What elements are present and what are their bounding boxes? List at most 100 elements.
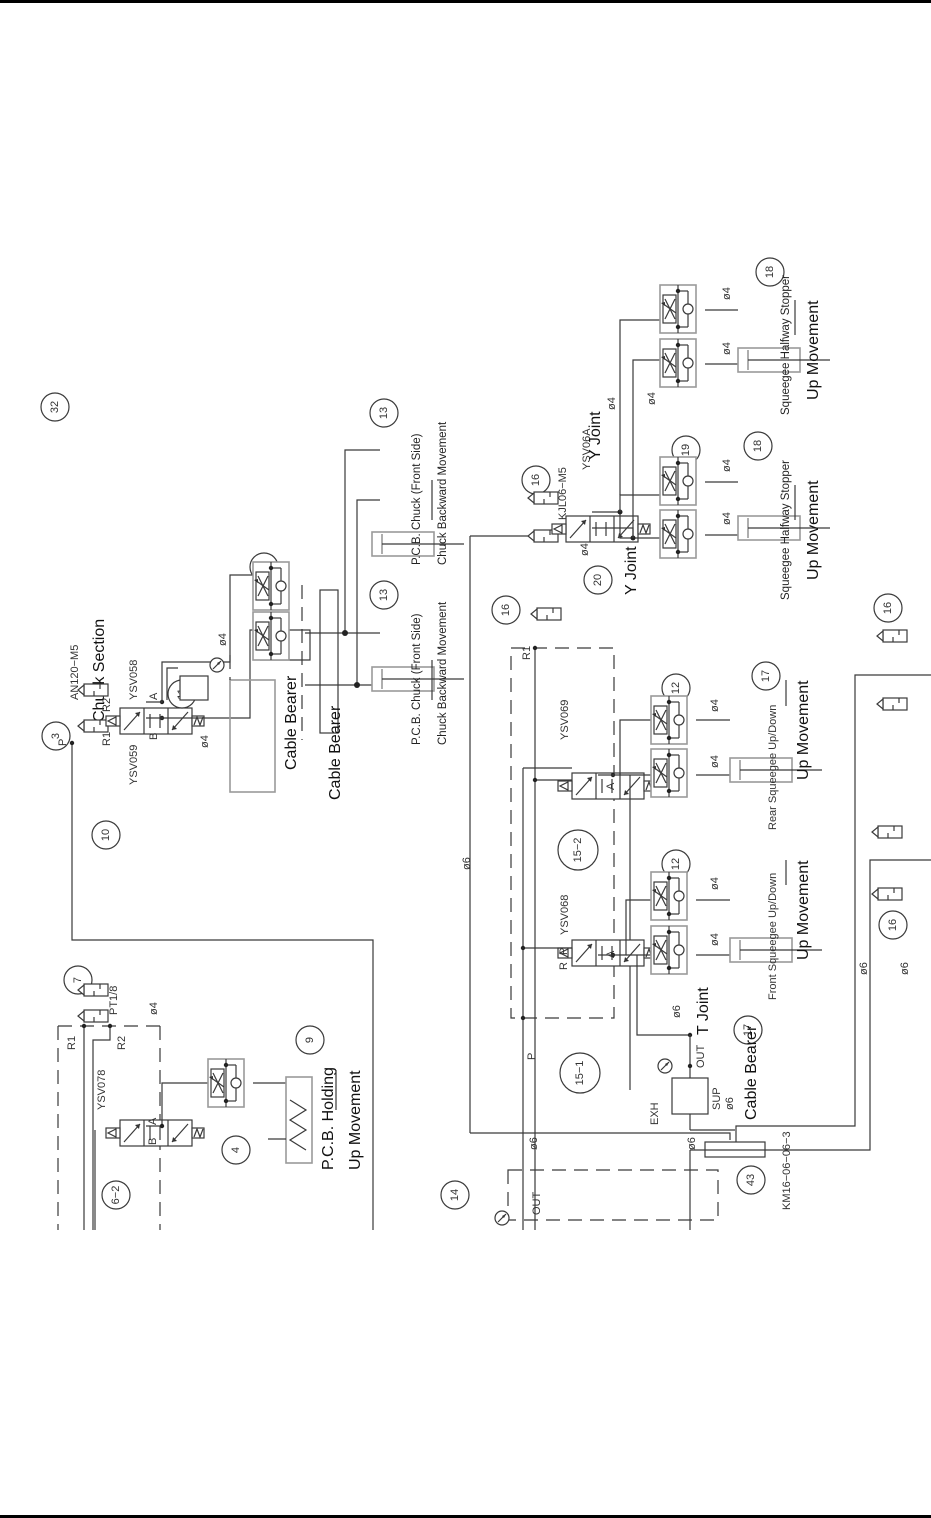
svg-text:Chuck Backward Movement: Chuck Backward Movement bbox=[437, 421, 449, 565]
squeegee-updown-section: 16 R1 YSV069 A 15−2 YSV068 P R A P 15−1 bbox=[491, 595, 823, 1230]
svg-text:ø4: ø4 bbox=[709, 755, 721, 768]
svg-text:Up Movement: Up Movement bbox=[795, 860, 812, 960]
cable-bearer-small bbox=[229, 679, 276, 793]
svg-text:YSV068: YSV068 bbox=[559, 895, 571, 935]
svg-text:15−2: 15−2 bbox=[572, 838, 584, 863]
balloon-15-2: 15−2 bbox=[557, 829, 599, 871]
balloon-12: 12 bbox=[661, 673, 691, 703]
svg-text:R: R bbox=[558, 962, 570, 970]
svg-text:ø4: ø4 bbox=[709, 933, 721, 946]
svg-text:17: 17 bbox=[760, 670, 772, 682]
svg-text:13: 13 bbox=[378, 589, 390, 601]
svg-text:10: 10 bbox=[100, 829, 112, 841]
balloon-43: 43 bbox=[736, 1165, 766, 1195]
svg-text:YSV058: YSV058 bbox=[128, 660, 140, 700]
svg-text:ø4: ø4 bbox=[721, 459, 733, 472]
svg-text:Cable Bearer: Cable Bearer bbox=[283, 675, 300, 770]
svg-text:P: P bbox=[558, 948, 570, 955]
svg-text:ø6: ø6 bbox=[899, 962, 911, 975]
svg-text:Squeegee Halfway Stopper: Squeegee Halfway Stopper bbox=[780, 460, 792, 600]
svg-text:Front Squeegee Up/Down: Front Squeegee Up/Down bbox=[767, 873, 779, 1000]
svg-text:Up Movement: Up Movement bbox=[805, 300, 822, 400]
svg-text:43: 43 bbox=[745, 1174, 757, 1186]
svg-text:Squeegee Halfway Stopper: Squeegee Halfway Stopper bbox=[780, 275, 792, 415]
svg-text:12: 12 bbox=[670, 858, 682, 870]
svg-text:B: B bbox=[148, 733, 160, 740]
cable-bearer-large bbox=[319, 589, 339, 734]
svg-text:KM16−06−06−3: KM16−06−06−3 bbox=[781, 1131, 793, 1210]
svg-text:B: B bbox=[147, 1138, 159, 1145]
svg-text:Chuck Backward Movement: Chuck Backward Movement bbox=[437, 601, 449, 745]
balloon-14: 14 bbox=[440, 1180, 470, 1210]
svg-text:SUP: SUP bbox=[711, 1087, 723, 1110]
svg-text:Up Movement: Up Movement bbox=[347, 1070, 364, 1170]
svg-text:YSV069: YSV069 bbox=[559, 700, 571, 740]
svg-text:ø6: ø6 bbox=[724, 1097, 736, 1110]
svg-text:YSV06A: YSV06A bbox=[581, 428, 593, 470]
balloon-15-1: 15−1 bbox=[559, 1052, 601, 1094]
balloon-9: 9 bbox=[295, 1025, 325, 1055]
svg-text:P.C.B. Chuck (Front Side): P.C.B. Chuck (Front Side) bbox=[411, 613, 423, 745]
svg-text:R2: R2 bbox=[101, 698, 113, 712]
svg-text:ø6: ø6 bbox=[858, 962, 870, 975]
svg-text:AN120−M5: AN120−M5 bbox=[69, 645, 81, 700]
svg-text:16: 16 bbox=[530, 474, 542, 486]
svg-text:Cable Bearer: Cable Bearer bbox=[743, 1025, 760, 1120]
svg-text:ø4: ø4 bbox=[646, 392, 658, 405]
top-rule bbox=[0, 0, 931, 3]
svg-text:ø6: ø6 bbox=[528, 1137, 540, 1150]
svg-text:R1: R1 bbox=[521, 646, 533, 660]
balloon-32: 32 bbox=[40, 392, 70, 422]
svg-text:OUT: OUT bbox=[695, 1045, 707, 1069]
svg-text:9: 9 bbox=[304, 1037, 316, 1043]
balloon-17: 17 bbox=[733, 1015, 763, 1045]
balloon-16: 16 bbox=[873, 593, 903, 623]
svg-text:17: 17 bbox=[742, 1024, 754, 1036]
svg-text:14: 14 bbox=[449, 1189, 461, 1201]
balloon-16: 16 bbox=[491, 595, 521, 625]
balloon-10: 10 bbox=[91, 820, 121, 850]
svg-text:Y Joint: Y Joint bbox=[587, 411, 604, 460]
svg-text:Y Joint: Y Joint bbox=[623, 546, 640, 595]
svg-text:ø4: ø4 bbox=[709, 699, 721, 712]
svg-text:ø4: ø4 bbox=[721, 512, 733, 525]
svg-text:P: P bbox=[526, 1053, 538, 1060]
balloon-18: 18 bbox=[743, 431, 773, 461]
balloon-16: 16 bbox=[878, 910, 908, 940]
svg-text:R1: R1 bbox=[101, 732, 113, 746]
svg-text:16: 16 bbox=[500, 604, 512, 616]
svg-text:ø4: ø4 bbox=[721, 287, 733, 300]
svg-text:ø4: ø4 bbox=[148, 1002, 160, 1015]
svg-text:ø4: ø4 bbox=[199, 735, 211, 748]
svg-text:YSV059: YSV059 bbox=[128, 745, 140, 785]
svg-text:ø4: ø4 bbox=[606, 397, 618, 410]
balloon-20: 20 bbox=[583, 565, 613, 595]
svg-text:6−2: 6−2 bbox=[110, 1186, 122, 1205]
balloon-13: 13 bbox=[369, 398, 399, 428]
svg-text:OUT: OUT bbox=[531, 1192, 543, 1216]
svg-text:A: A bbox=[147, 1117, 159, 1125]
balloon-17: 17 bbox=[751, 661, 781, 691]
svg-text:20: 20 bbox=[592, 574, 604, 586]
svg-text:PT1/8: PT1/8 bbox=[108, 986, 120, 1015]
svg-text:18: 18 bbox=[764, 266, 776, 278]
svg-text:ø4: ø4 bbox=[721, 342, 733, 355]
balloon-6-2: 6−2 bbox=[101, 1180, 131, 1210]
svg-text:12: 12 bbox=[670, 682, 682, 694]
chuck-section: Chuck Section AN120−M5 YSV058 YSV059 3 P… bbox=[41, 398, 465, 1230]
svg-text:ø6: ø6 bbox=[686, 1137, 698, 1150]
balloon-13: 13 bbox=[369, 580, 399, 610]
svg-text:ø4: ø4 bbox=[579, 543, 591, 556]
svg-text:32: 32 bbox=[49, 401, 61, 413]
svg-text:A: A bbox=[605, 782, 617, 790]
balloon-16: 16 bbox=[521, 465, 551, 495]
svg-text:Up Movement: Up Movement bbox=[805, 480, 822, 580]
svg-text:T Joint: T Joint bbox=[695, 987, 712, 1035]
svg-text:Rear Squeegee Up/Down: Rear Squeegee Up/Down bbox=[767, 705, 779, 830]
svg-text:16: 16 bbox=[882, 602, 894, 614]
svg-text:KJL06−M5: KJL06−M5 bbox=[557, 467, 569, 520]
svg-text:ø6: ø6 bbox=[461, 857, 473, 870]
svg-text:EXH: EXH bbox=[649, 1102, 661, 1125]
pcb-holding-section: 7 R1 R2 PT1/8 ø4 YSV078 A B 9 4 6−2 P.C.… bbox=[57, 965, 364, 1230]
svg-text:P.C.B. Chuck (Front Side): P.C.B. Chuck (Front Side) bbox=[411, 433, 423, 565]
